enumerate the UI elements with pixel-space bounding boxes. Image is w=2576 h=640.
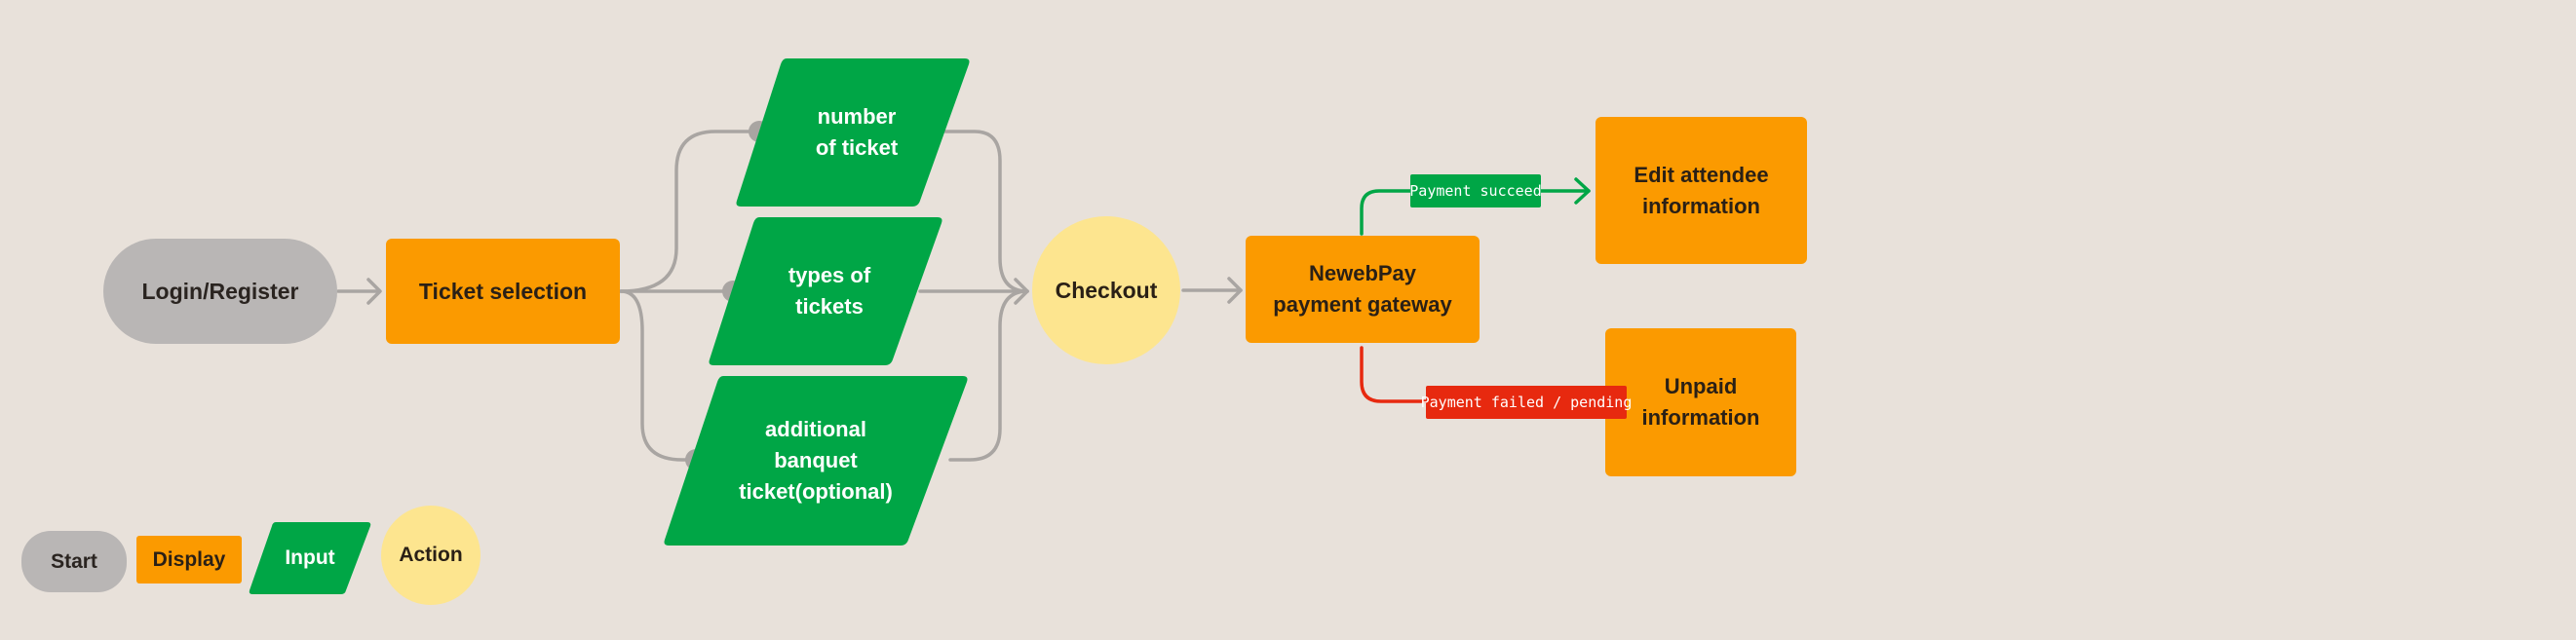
parallelogram-shape bbox=[249, 522, 371, 594]
legend-input: Input bbox=[249, 522, 371, 594]
checkout-label: Checkout bbox=[1055, 277, 1158, 303]
edge-number-to-checkout bbox=[943, 130, 1029, 293]
edge-to-additional-banquet bbox=[619, 289, 698, 462]
legend-input-label: Input bbox=[285, 546, 335, 569]
edge-banquet-to-checkout bbox=[948, 289, 1029, 462]
number-of-ticket-label: number of ticket bbox=[815, 104, 899, 160]
legend-display: Display bbox=[136, 536, 242, 584]
login-register-label: Login/Register bbox=[141, 278, 299, 304]
legend-action: Action bbox=[381, 506, 481, 605]
legend-start: Start bbox=[21, 531, 127, 592]
parallelogram-shape bbox=[664, 376, 968, 546]
parallelogram-shape bbox=[709, 217, 942, 365]
payment-succeed-tag: Payment succeed bbox=[1409, 174, 1542, 207]
types-of-tickets-label: types of tickets bbox=[788, 263, 871, 319]
legend-start-label: Start bbox=[51, 549, 97, 573]
parallelogram-shape bbox=[736, 58, 970, 207]
arrowhead-ticket-selection bbox=[366, 278, 382, 305]
payment-gateway-node: NewebPay payment gateway bbox=[1246, 236, 1480, 343]
additional-banquet-node: additional banquet ticket(optional) bbox=[663, 376, 969, 546]
arrowhead-edit-attendee bbox=[1574, 177, 1591, 205]
legend-action-label: Action bbox=[399, 544, 463, 566]
additional-banquet-label: additional banquet ticket(optional) bbox=[739, 417, 893, 504]
payment-failed-tag: Payment failed / pending bbox=[1421, 386, 1632, 419]
ticket-selection-node: Ticket selection bbox=[386, 239, 620, 344]
login-register-node: Login/Register bbox=[103, 239, 337, 344]
edge-to-number-of-ticket bbox=[619, 130, 760, 293]
arrowhead-checkout bbox=[1014, 278, 1029, 305]
legend-display-label: Display bbox=[152, 547, 226, 571]
unpaid-information-node: Unpaid information bbox=[1605, 328, 1796, 476]
checkout-node: Checkout bbox=[1032, 216, 1180, 364]
arrowhead-gateway bbox=[1227, 277, 1243, 304]
number-of-ticket-node: number of ticket bbox=[735, 58, 971, 207]
edit-attendee-node: Edit attendee information bbox=[1596, 117, 1807, 264]
ticket-selection-label: Ticket selection bbox=[418, 278, 588, 304]
types-of-tickets-node: types of tickets bbox=[708, 217, 943, 365]
edge-payment-failed bbox=[1360, 346, 1435, 403]
edge-payment-succeed bbox=[1360, 189, 1591, 236]
